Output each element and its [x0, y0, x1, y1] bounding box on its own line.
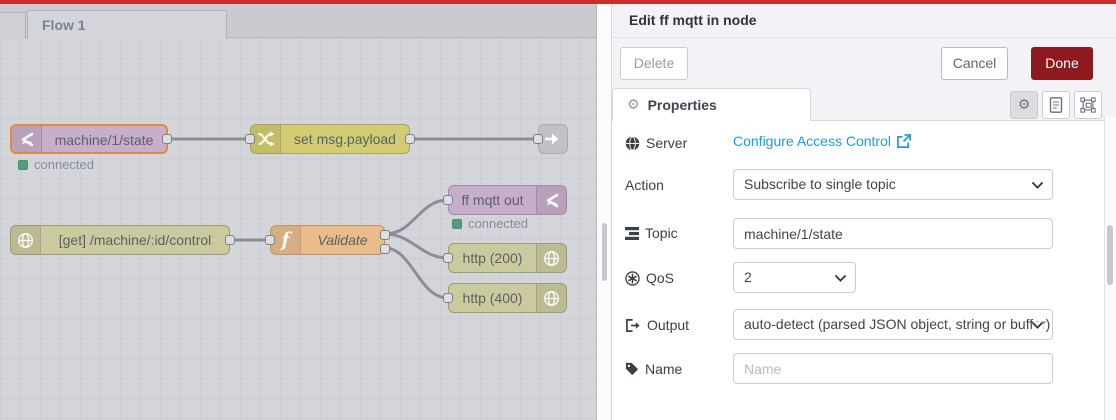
node-label: machine/1/state	[54, 132, 154, 148]
action-select[interactable]: Subscribe to single topic	[733, 169, 1053, 200]
configure-access-control-link[interactable]: Configure Access Control	[733, 133, 911, 149]
gear-icon: ⚙	[627, 97, 640, 113]
delete-button[interactable]: Delete	[620, 47, 688, 80]
node-label: Validate	[317, 232, 368, 248]
input-port[interactable]	[443, 253, 453, 263]
name-label: Name	[645, 361, 683, 377]
node-status: connected	[18, 157, 94, 172]
shuffle-icon	[251, 125, 281, 153]
action-label: Action	[625, 177, 664, 193]
node-change[interactable]: set msg.payload	[245, 124, 415, 154]
node-label: http (400)	[462, 290, 523, 306]
link-out-icon	[539, 125, 567, 153]
globe-icon	[536, 244, 566, 272]
output-port[interactable]	[225, 235, 235, 245]
output-port[interactable]	[162, 134, 172, 144]
cancel-button[interactable]: Cancel	[941, 47, 1008, 80]
node-status: connected	[452, 216, 528, 231]
workspace-grid[interactable]	[0, 38, 596, 420]
output-port-1[interactable]	[380, 230, 390, 240]
flow-editor: Flow 1 machine/1/state connected	[0, 4, 596, 420]
output-port[interactable]	[405, 134, 415, 144]
mqtt-icon	[536, 186, 566, 214]
input-port[interactable]	[443, 293, 453, 303]
node-label: set msg.payload	[294, 131, 396, 147]
tag-icon	[625, 362, 639, 376]
tray-form: Server Configure Access Control Action S…	[612, 121, 1116, 420]
input-port[interactable]	[533, 134, 543, 144]
tab-properties-label: Properties	[647, 97, 717, 113]
certificate-icon	[625, 270, 640, 286]
globe-icon	[625, 135, 640, 151]
topic-input[interactable]	[733, 218, 1053, 249]
qos-label: QoS	[646, 270, 675, 286]
tray-tabrow: ⚙ Properties ⚙	[612, 88, 1116, 121]
node-http-response-200[interactable]: http (200)	[443, 243, 567, 273]
node-label: [get] /machine/:id/control	[58, 232, 212, 248]
globe-icon	[536, 284, 566, 312]
input-port[interactable]	[245, 134, 255, 144]
tray-header: Edit ff mqtt in node	[612, 4, 1116, 38]
mqtt-icon	[12, 126, 42, 152]
output-port-2[interactable]	[380, 244, 390, 254]
qos-select[interactable]: 2	[733, 262, 856, 293]
input-port[interactable]	[443, 195, 453, 205]
topic-label: Topic	[645, 225, 678, 241]
status-dot	[452, 218, 462, 229]
flow-tabbar: Flow 1	[0, 4, 596, 39]
external-link-icon	[897, 133, 911, 148]
done-button[interactable]: Done	[1031, 47, 1093, 80]
tray-title: Edit ff mqtt in node	[629, 12, 757, 28]
node-link-out[interactable]	[533, 124, 568, 154]
node-http-in[interactable]: [get] /machine/:id/control	[10, 225, 235, 255]
node-description-button[interactable]	[1042, 91, 1070, 119]
doc-icon	[1049, 97, 1063, 113]
status-dot	[18, 159, 28, 170]
expand-icon	[1080, 97, 1096, 113]
tasks-icon	[625, 226, 639, 240]
chevron-down-icon	[1032, 182, 1043, 189]
name-input[interactable]	[733, 353, 1053, 384]
globe-icon	[11, 226, 41, 254]
tray-scrollbar[interactable]	[1107, 225, 1113, 285]
server-label: Server	[646, 135, 688, 151]
node-http-response-400[interactable]: http (400)	[443, 283, 567, 313]
sign-out-icon	[626, 318, 640, 332]
gear-icon: ⚙	[1017, 97, 1031, 113]
output-select[interactable]: auto-detect (parsed JSON object, string …	[733, 309, 1053, 340]
chevron-down-icon	[835, 275, 846, 282]
panel-divider	[596, 4, 611, 420]
node-appearance-button[interactable]	[1074, 91, 1102, 119]
input-port[interactable]	[265, 235, 275, 245]
node-function-validate[interactable]: f Validate	[265, 225, 390, 255]
status-text: connected	[34, 157, 94, 172]
tab-flow-1[interactable]: Flow 1	[27, 10, 227, 39]
tab-properties[interactable]: ⚙ Properties	[612, 88, 811, 121]
top-accent-bar	[0, 0, 1116, 4]
flow-scrollbar[interactable]	[602, 223, 607, 281]
tab-stub	[0, 12, 26, 39]
node-settings-button[interactable]: ⚙	[1010, 91, 1038, 119]
node-label: http (200)	[462, 250, 523, 266]
edit-tray: Edit ff mqtt in node Delete Cancel Done …	[611, 4, 1116, 420]
output-label: Output	[647, 317, 690, 333]
function-icon: f	[271, 226, 301, 254]
node-label: ff mqtt out	[461, 192, 524, 208]
node-mqtt-out[interactable]: ff mqtt out	[443, 185, 567, 215]
chevron-down-icon	[1032, 322, 1043, 329]
status-text: connected	[468, 216, 528, 231]
node-mqtt-in[interactable]: machine/1/state	[10, 124, 172, 154]
tray-scrollbar-track	[1104, 117, 1116, 420]
